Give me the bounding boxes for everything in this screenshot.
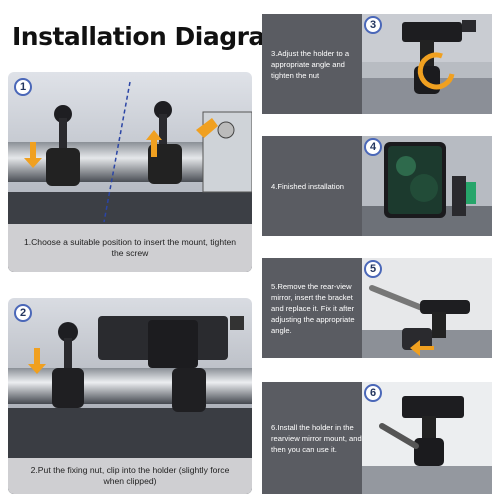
step-6-photo — [362, 382, 492, 494]
step-3-text: 3.Adjust the holder to a appropriate ang… — [271, 48, 350, 80]
step-5-photo — [362, 258, 492, 358]
step-2-badge: 2 — [14, 304, 32, 322]
step-2-panel: 2 2.Put the fixing nut, clip into the ho… — [8, 298, 252, 494]
step-2-text: 2.Put the fixing nut, clip into the hold… — [30, 465, 230, 486]
step-3-photo — [362, 14, 492, 114]
step-5-text: 5.Remove the rear-view mirror, insert th… — [271, 281, 355, 335]
step-5-panel: 5.Remove the rear-view mirror, insert th… — [262, 258, 492, 358]
page-title: Installation Diagram — [12, 22, 291, 51]
step-1-panel: 1 1.Choose a suitable position to insert… — [8, 72, 252, 272]
step-1-caption: 1.Choose a suitable position to insert t… — [8, 224, 252, 272]
step-3-badge: 3 — [364, 16, 382, 34]
step-6-badge: 6 — [364, 384, 382, 402]
step-4-badge: 4 — [364, 138, 382, 156]
step-1-badge: 1 — [14, 78, 32, 96]
step-2-caption: 2.Put the fixing nut, clip into the hold… — [8, 458, 252, 494]
step-5-badge: 5 — [364, 260, 382, 278]
step-4-text: 4.Finished installation — [271, 181, 345, 191]
step-1-text: 1.Choose a suitable position to insert t… — [23, 237, 237, 258]
step-4-photo — [362, 136, 492, 236]
step-3-panel: 3.Adjust the holder to a appropriate ang… — [262, 14, 492, 114]
step-6-text: 6.Install the holder in the rearview mir… — [271, 422, 362, 454]
step-4-panel: 4.Finished installation — [262, 136, 492, 236]
